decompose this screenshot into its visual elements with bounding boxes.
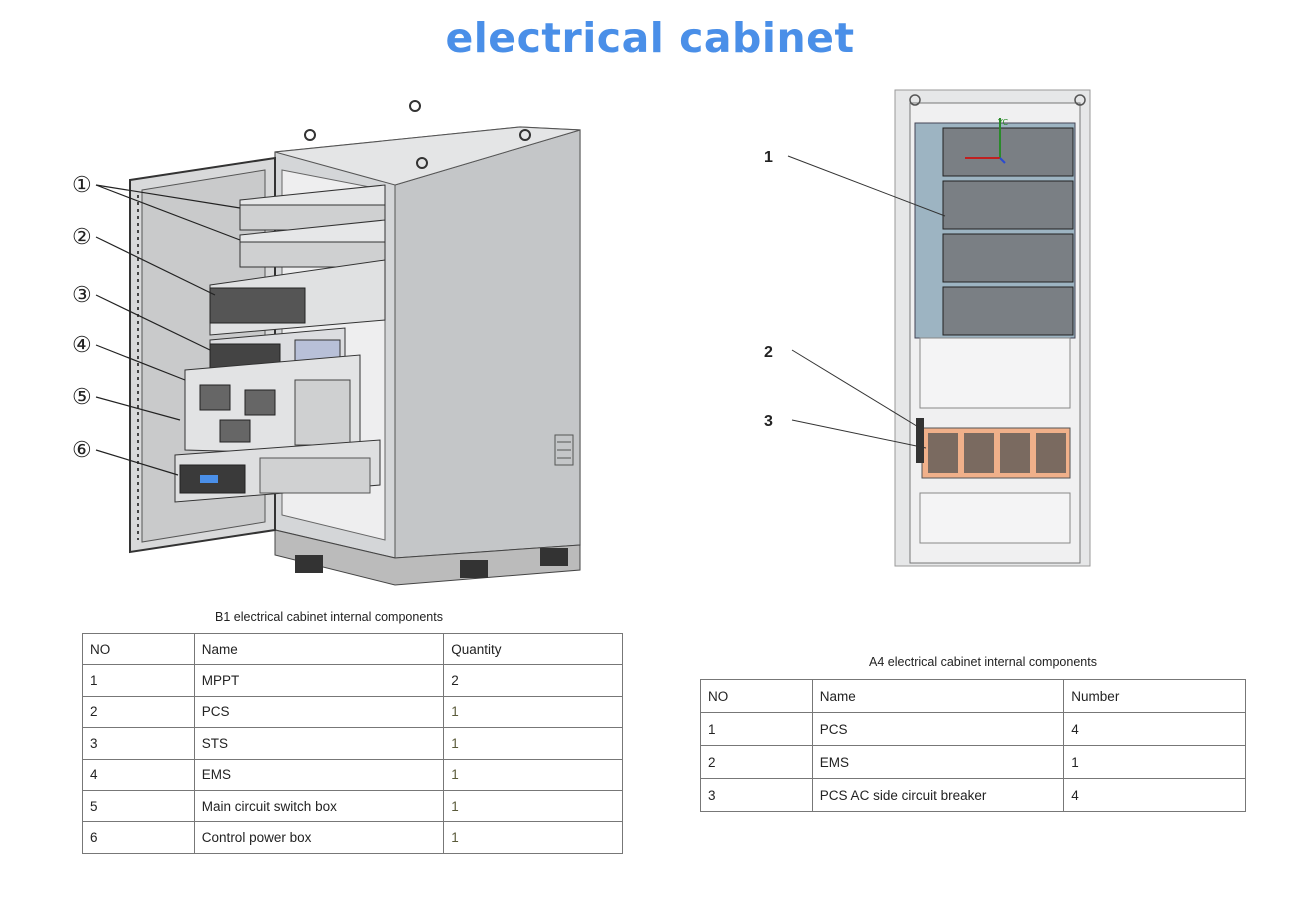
header-name: Name (193, 632, 445, 666)
a4-callout-3: 3 (764, 413, 773, 430)
table-row: 2 PCS 1 (82, 695, 623, 729)
b1-caption: B1 electrical cabinet internal component… (215, 610, 443, 624)
header-name: Name (811, 679, 1065, 713)
row-no: 3 (700, 778, 813, 812)
table-header-row: NO Name Number (700, 679, 1246, 713)
table-header-row: NO Name Quantity (82, 632, 623, 666)
row-name: STS (193, 727, 445, 760)
row-no: 1 (82, 664, 195, 697)
row-quantity: 1 (443, 695, 623, 729)
row-quantity: 2 (443, 664, 623, 697)
row-no: 3 (82, 727, 195, 760)
b1-components-table: NO Name Quantity 1 MPPT 2 2 PCS 1 3 STS … (82, 632, 623, 854)
b1-callout-5: ⑤ (72, 385, 92, 410)
row-name: PCS (193, 695, 445, 729)
row-quantity: 1 (443, 821, 623, 854)
a4-callout-lines (787, 155, 946, 449)
callout-lines (95, 184, 241, 476)
row-no: 2 (82, 695, 195, 729)
row-quantity: 1 (443, 789, 623, 823)
modules (174, 184, 386, 503)
table-row: 4 EMS 1 (82, 758, 623, 791)
row-name: EMS (193, 758, 445, 791)
row-no: 6 (82, 821, 195, 854)
table-row: 1 MPPT 2 (82, 664, 623, 697)
header-quantity: Quantity (443, 632, 623, 666)
row-number: 1 (1063, 745, 1246, 779)
b1-callout-3: ③ (72, 283, 92, 308)
row-name: MPPT (193, 664, 445, 697)
row-name: Main circuit switch box (193, 789, 445, 823)
row-no: 1 (700, 712, 813, 746)
table-row: 2 EMS 1 (700, 745, 1246, 779)
b1-cabinet-illustration: ① ② ③ ④ ⑤ ⑥ (72, 100, 581, 586)
row-quantity: 1 (443, 727, 623, 760)
a4-callout-2: 2 (764, 344, 773, 361)
table-row: 5 Main circuit switch box 1 (82, 789, 623, 823)
b1-callout-6: ⑥ (72, 438, 92, 463)
a4-caption: A4 electrical cabinet internal component… (869, 655, 1097, 669)
table-row: 1 PCS 4 (700, 712, 1246, 746)
row-number: 4 (1063, 712, 1246, 746)
row-no: 4 (82, 758, 195, 791)
header-number: Number (1063, 679, 1246, 713)
row-name: EMS (811, 745, 1065, 779)
table-row: 3 PCS AC side circuit breaker 4 (700, 778, 1246, 812)
a4-cabinet-body (894, 89, 1091, 567)
table-row: 3 STS 1 (82, 727, 623, 760)
row-number: 4 (1063, 778, 1246, 812)
row-quantity: 1 (443, 758, 623, 791)
a4-cabinet-illustration: YC 1 2 3 (764, 89, 1091, 567)
b1-callout-2: ② (72, 225, 92, 250)
table-row: 6 Control power box 1 (82, 821, 623, 854)
a4-components-table: NO Name Number 1 PCS 4 2 EMS 1 3 PCS AC … (700, 679, 1246, 812)
row-name: PCS (811, 712, 1065, 746)
a4-axis-label: YC (997, 118, 1008, 127)
row-name: PCS AC side circuit breaker (811, 778, 1065, 812)
a4-callout-1: 1 (764, 149, 773, 166)
header-no: NO (700, 679, 813, 713)
row-no: 5 (82, 789, 195, 823)
row-name: Control power box (193, 821, 445, 854)
b1-callout-4: ④ (72, 333, 92, 358)
row-no: 2 (700, 745, 813, 779)
page-title: electrical cabinet (445, 14, 855, 62)
b1-callout-1: ① (72, 173, 92, 198)
header-no: NO (82, 632, 195, 666)
